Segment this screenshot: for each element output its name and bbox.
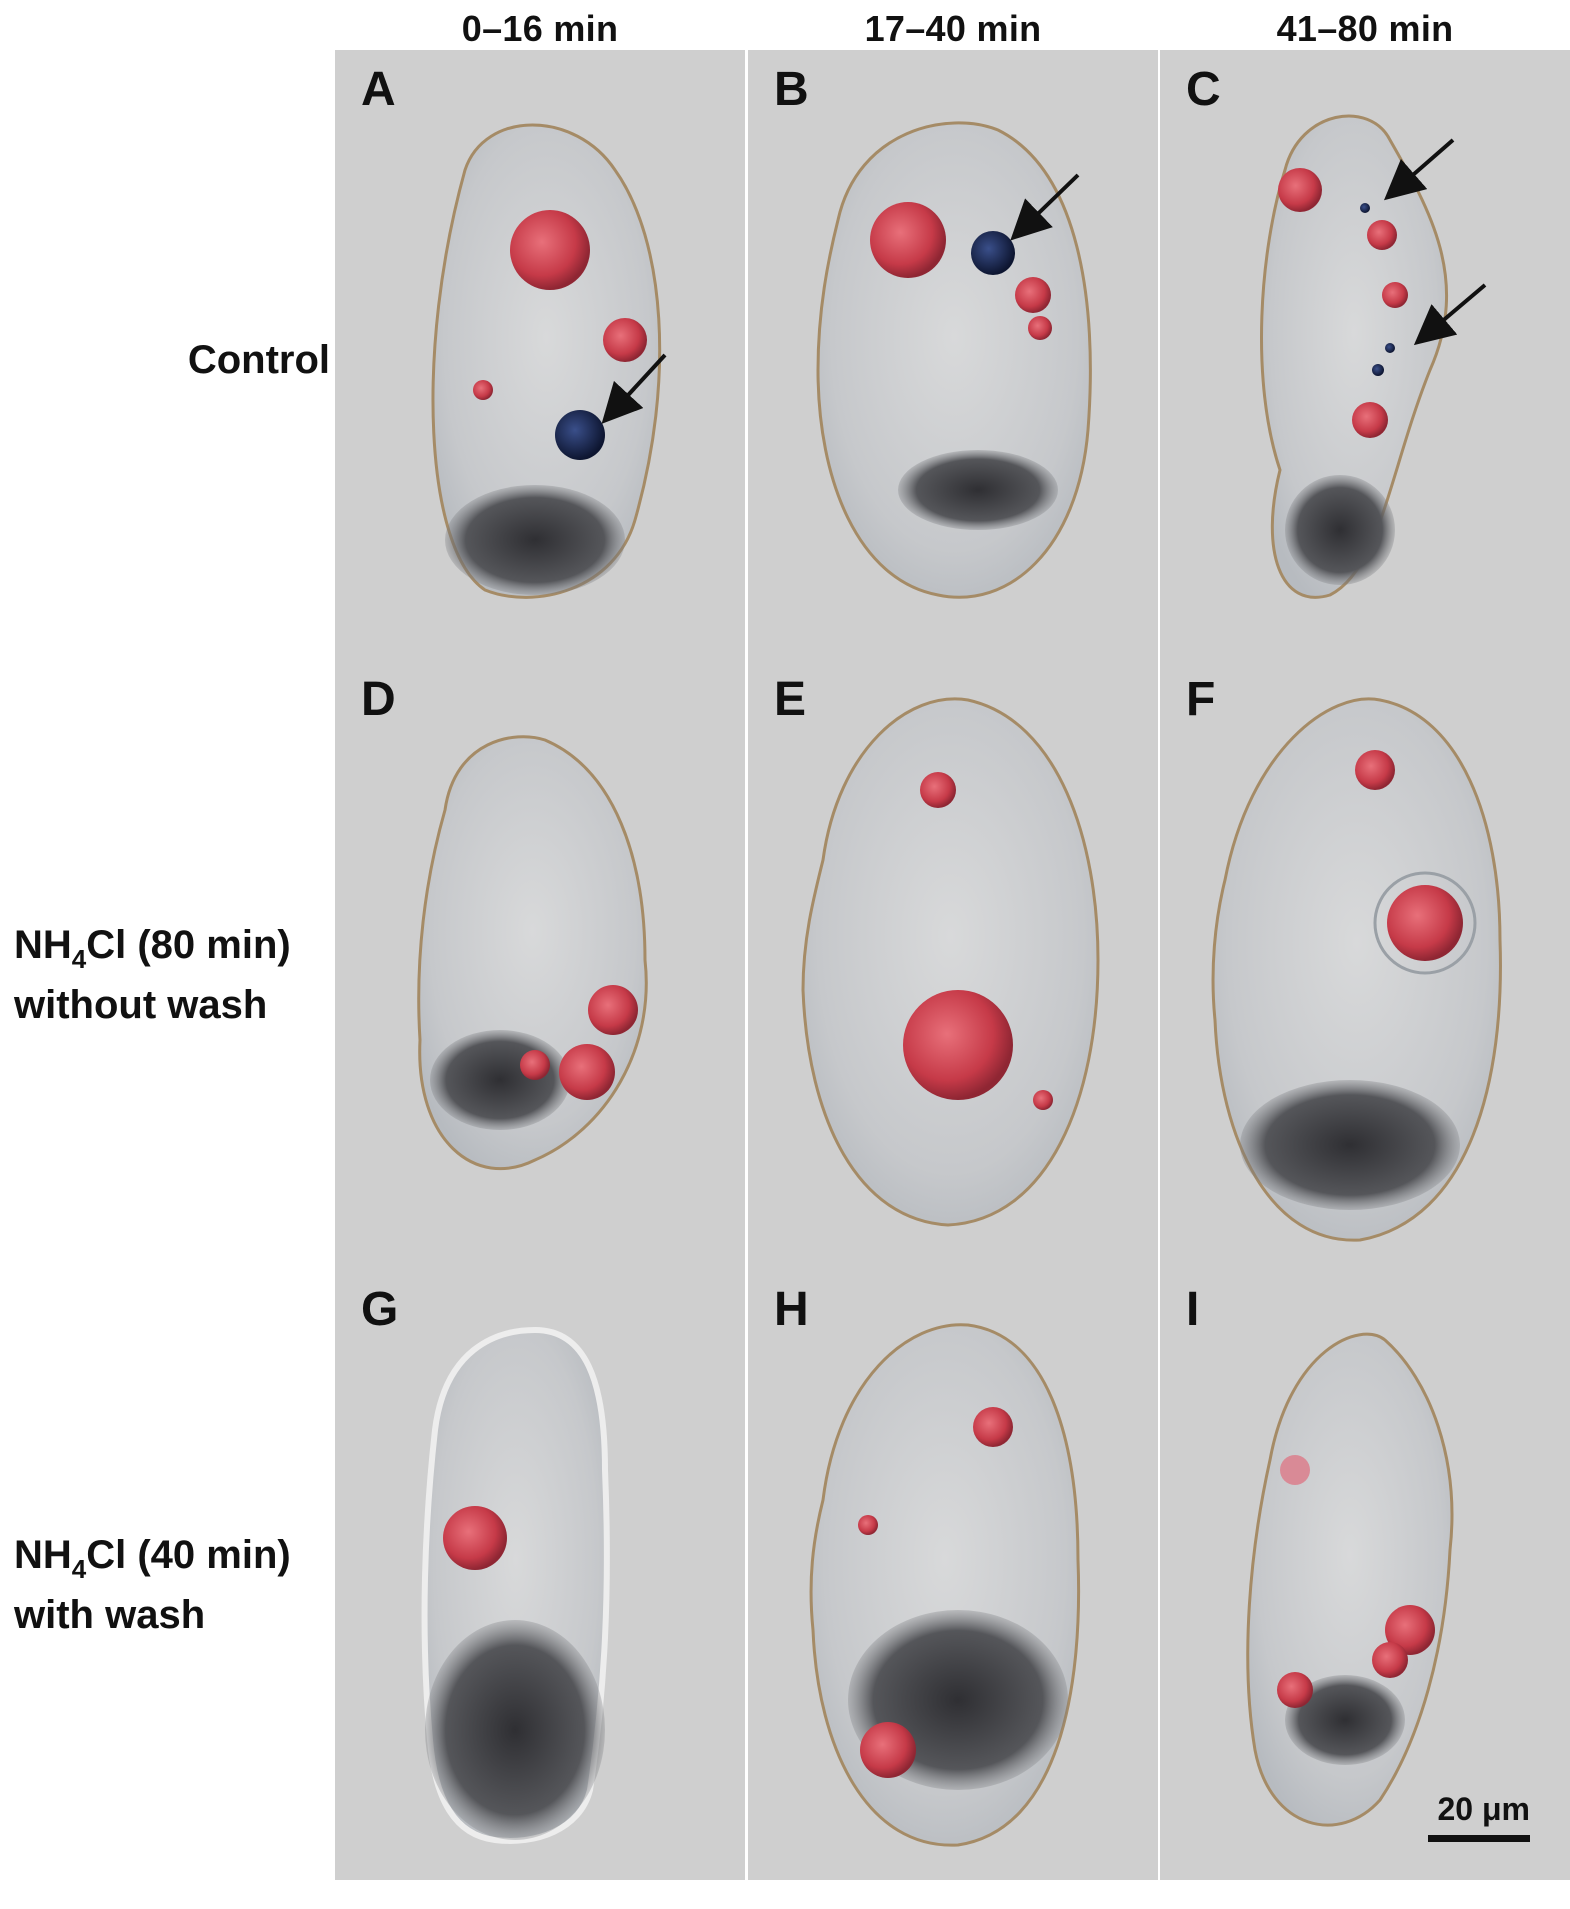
red-vacuole xyxy=(1385,1605,1435,1655)
panel-label-h: H xyxy=(774,1283,809,1336)
panel-label-g: G xyxy=(361,1283,399,1336)
panel-i: I 20 μm xyxy=(1160,1270,1570,1880)
red-vacuole xyxy=(1372,1642,1408,1678)
row-label-nh4cl-40-line1: NH4Cl (40 min) xyxy=(14,1525,344,1585)
red-vacuole xyxy=(603,318,647,362)
panel-a: A xyxy=(335,50,745,660)
red-vacuole xyxy=(1387,885,1463,961)
red-vacuole xyxy=(1277,1672,1313,1708)
nh4-80-suffix: Cl (80 min) xyxy=(86,923,291,967)
panel-d: D xyxy=(335,660,745,1270)
dark-debris xyxy=(1285,475,1395,585)
micrograph-i xyxy=(1246,1332,1454,1827)
nh4-40-suffix: Cl (40 min) xyxy=(86,1533,291,1577)
red-vacuole xyxy=(973,1407,1013,1447)
row-label-nh4cl-80-line2: without wash xyxy=(14,983,268,1027)
panel-label-c: C xyxy=(1186,63,1221,116)
red-vacuole xyxy=(1278,168,1322,212)
panel-b: B xyxy=(748,50,1158,660)
vacuole-ring xyxy=(1373,871,1477,975)
micrograph-g xyxy=(421,1326,610,1844)
blue-vacuole xyxy=(1360,203,1370,213)
red-vacuole xyxy=(1352,402,1388,438)
cell-body xyxy=(431,123,662,599)
micrograph-h xyxy=(809,1323,1081,1847)
dark-debris xyxy=(430,1030,570,1130)
column-header-17-40: 17–40 min xyxy=(864,8,1042,49)
red-vacuole xyxy=(858,1515,878,1535)
dark-debris xyxy=(425,1620,605,1840)
micrograph-b xyxy=(816,121,1092,599)
nh4-40-prefix: NH xyxy=(14,1533,72,1577)
arrow xyxy=(1413,283,1487,346)
cell-body xyxy=(801,697,1100,1227)
red-vacuole xyxy=(443,1506,507,1570)
dark-debris xyxy=(898,450,1058,530)
arrow xyxy=(1010,173,1080,241)
micrograph-f xyxy=(1211,697,1502,1242)
scale-bar-label: 20 μm xyxy=(1437,1791,1530,1827)
dark-debris xyxy=(1240,1080,1460,1210)
nh4-40-sub: 4 xyxy=(71,1554,87,1584)
panel-label-f: F xyxy=(1186,673,1216,726)
red-vacuole xyxy=(1033,1090,1053,1110)
blue-vacuole xyxy=(1385,343,1395,353)
panel-e: E xyxy=(748,660,1158,1270)
dark-debris xyxy=(445,485,625,595)
arrow xyxy=(1383,138,1455,201)
blue-vacuole xyxy=(1372,364,1384,376)
nh4-80-sub: 4 xyxy=(71,944,87,974)
nh4-80-prefix: NH xyxy=(14,923,72,967)
red-vacuole xyxy=(1015,277,1051,313)
panel-label-a: A xyxy=(361,63,396,116)
panel-g: G xyxy=(335,1270,745,1880)
row-label-nh4cl-40: NH4Cl (40 min) with wash xyxy=(14,1525,344,1645)
micrograph-a xyxy=(431,123,667,599)
row-label-nh4cl-40-line2: with wash xyxy=(14,1593,206,1637)
panel-label-e: E xyxy=(774,673,807,726)
red-vacuole xyxy=(1367,220,1397,250)
red-vacuole xyxy=(510,210,590,290)
row-label-nh4cl-80-line1: NH4Cl (80 min) xyxy=(14,915,344,975)
row-label-nh4cl-80: NH4Cl (80 min) without wash xyxy=(14,915,344,1035)
scale-bar xyxy=(1428,1835,1530,1842)
micrograph-d xyxy=(417,735,648,1171)
red-vacuole xyxy=(473,380,493,400)
red-vacuole xyxy=(920,772,956,808)
panel-f: F xyxy=(1160,660,1570,1270)
panel-h: H xyxy=(748,1270,1158,1880)
micrograph-e xyxy=(801,697,1100,1227)
dark-debris xyxy=(1285,1675,1405,1765)
red-vacuole xyxy=(520,1050,550,1080)
row-label-control-text: Control xyxy=(187,338,330,382)
panel-label-d: D xyxy=(361,673,396,726)
column-header-41-80: 41–80 min xyxy=(1276,8,1454,49)
column-header-0-16: 0–16 min xyxy=(461,8,619,49)
red-vacuole xyxy=(559,1044,615,1100)
red-vacuole xyxy=(588,985,638,1035)
red-vacuole xyxy=(870,202,946,278)
red-vacuole xyxy=(1280,1455,1310,1485)
arrow xyxy=(601,353,667,424)
red-vacuole xyxy=(860,1722,916,1778)
panel-label-i: I xyxy=(1186,1283,1200,1336)
red-vacuole xyxy=(903,990,1013,1100)
red-vacuole xyxy=(1355,750,1395,790)
blue-vacuole xyxy=(971,231,1015,275)
red-vacuole xyxy=(1028,316,1052,340)
row-label-control: Control xyxy=(0,330,330,390)
red-vacuole xyxy=(1382,282,1408,308)
blue-vacuole xyxy=(555,410,605,460)
micrograph-c xyxy=(1260,114,1487,599)
panel-c: C xyxy=(1160,50,1570,660)
panel-label-b: B xyxy=(774,63,809,116)
